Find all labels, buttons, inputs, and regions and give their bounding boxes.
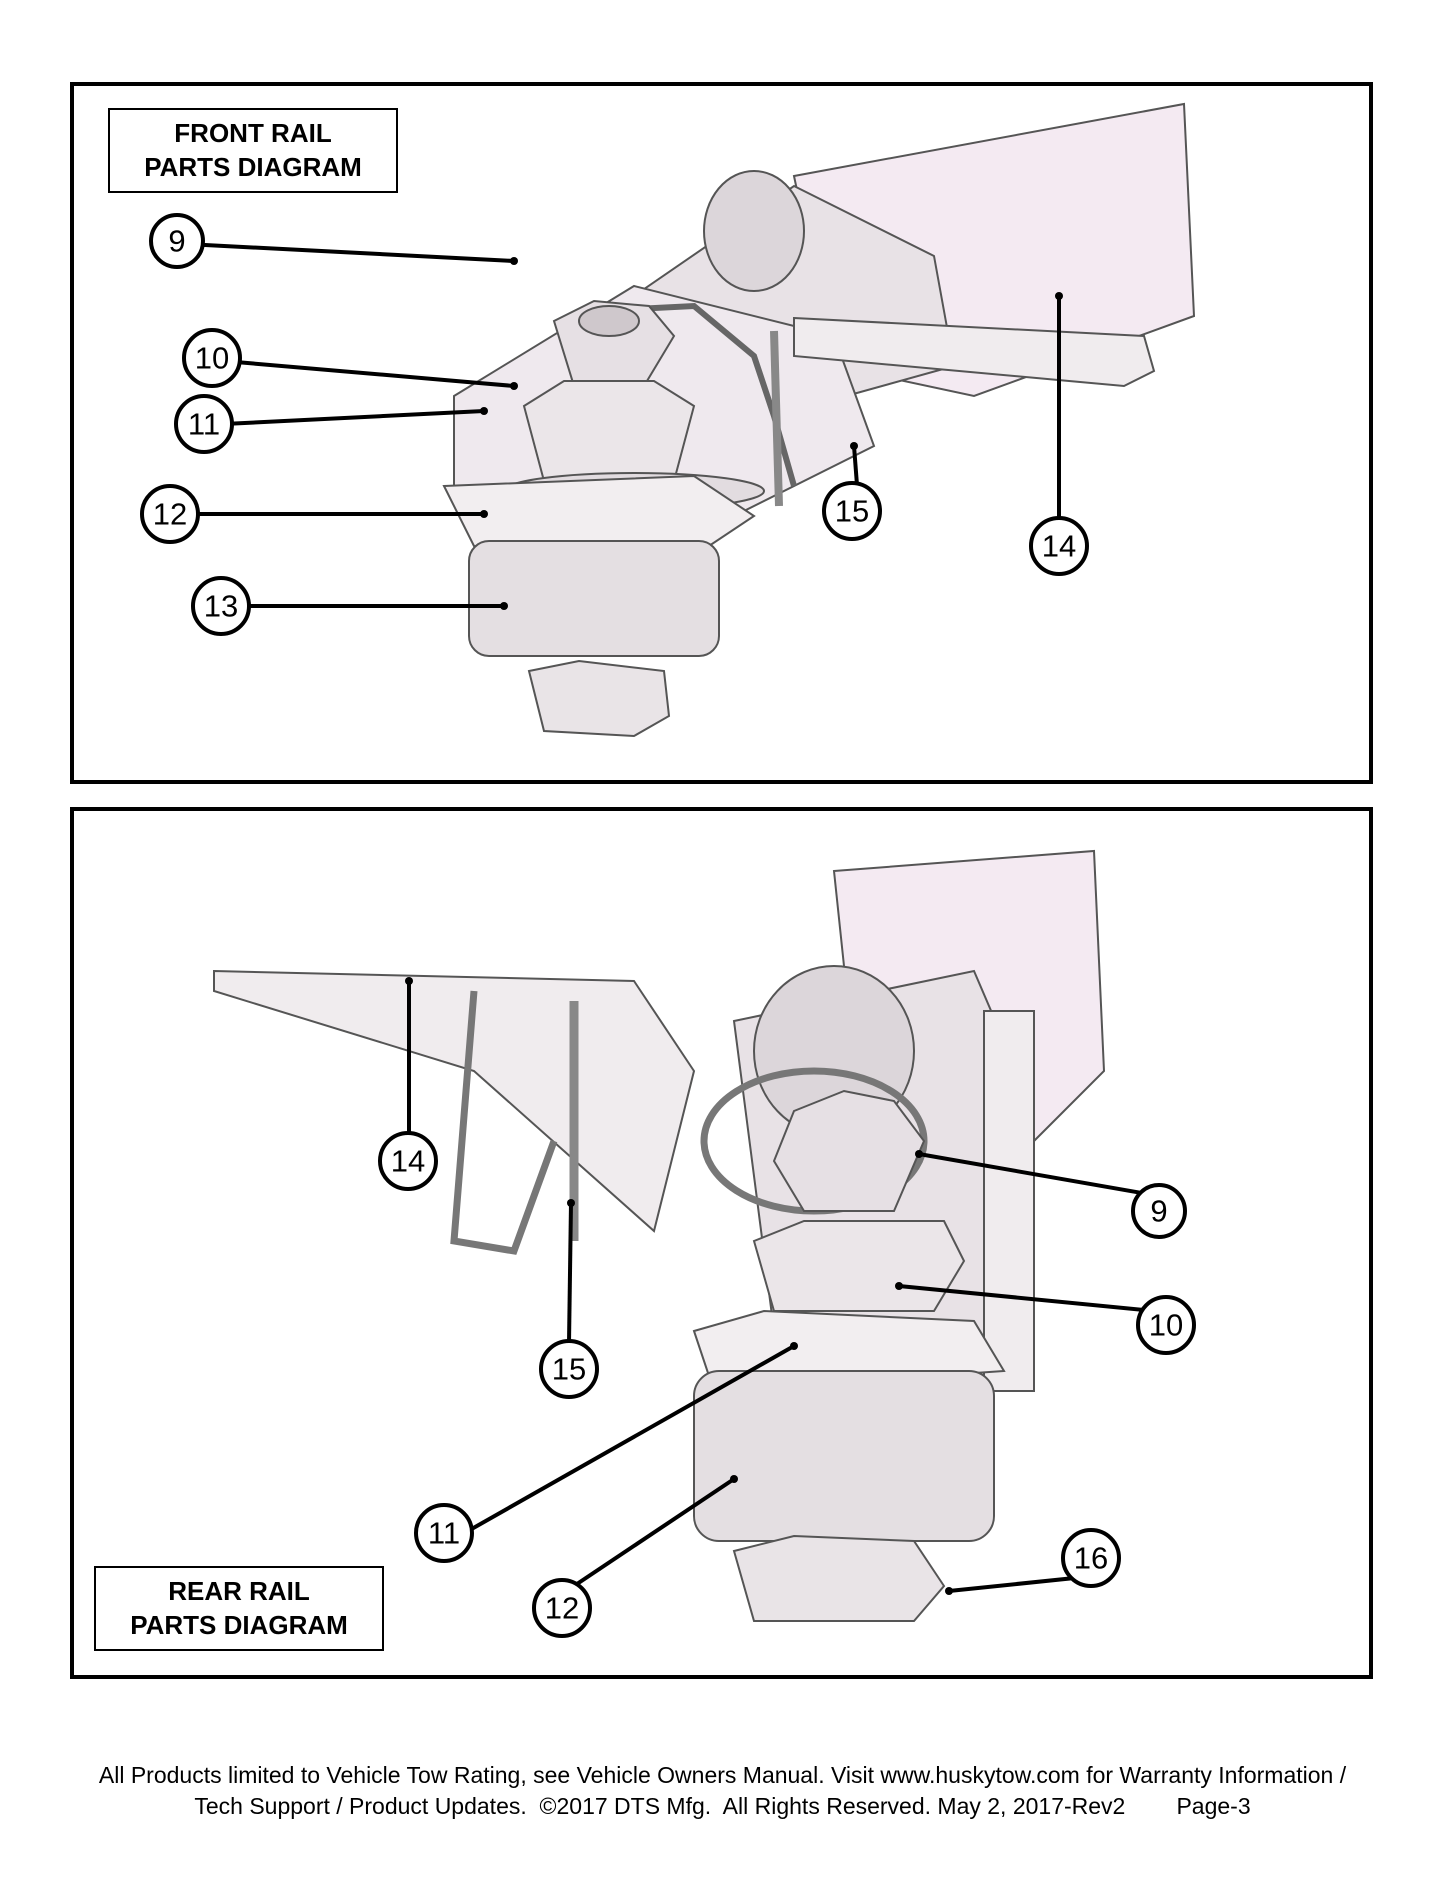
rear-callout-11: 11	[428, 1516, 460, 1551]
front-rail-title: FRONT RAIL PARTS DIAGRAM	[108, 108, 398, 193]
rear-callout-15-circle	[539, 1339, 599, 1399]
callout-12-circle	[140, 484, 200, 544]
rear-title-line2: PARTS DIAGRAM	[130, 1610, 348, 1640]
footer-line2: Tech Support / Product Updates. ©2017 DT…	[194, 1793, 1251, 1819]
rear-callout-10: 10	[1149, 1308, 1183, 1343]
rear-callout-15: 15	[552, 1352, 586, 1387]
rear-callout-9-circle	[1131, 1183, 1187, 1239]
callout-10-circle	[182, 328, 242, 388]
front-title-line1: FRONT RAIL	[174, 118, 332, 148]
callout-14: 14	[1042, 529, 1076, 564]
callout-10: 10	[195, 341, 229, 376]
rear-callout-14: 14	[391, 1144, 425, 1179]
front-rail-drawing: 9 10 11 12 13 14 15	[140, 102, 1196, 738]
callout-12: 12	[153, 497, 187, 532]
footer-line1: All Products limited to Vehicle Tow Rati…	[98, 1762, 1347, 1788]
rear-callout-9: 9	[1150, 1194, 1167, 1229]
rear-title-line1: REAR RAIL	[168, 1576, 310, 1606]
callout-15-circle	[822, 481, 882, 541]
rear-callout-16-circle	[1061, 1528, 1121, 1588]
callout-11: 11	[188, 407, 220, 442]
callout-11-circle	[174, 394, 234, 454]
rear-callout-10-circle	[1136, 1295, 1196, 1355]
rear-callout-11-circle	[414, 1503, 474, 1563]
front-rail-diagram-panel: 9 10 11 12 13 14 15 FRONT RAIL PARTS DIA…	[70, 82, 1373, 784]
rear-callout-12: 12	[545, 1591, 579, 1626]
page-footer: All Products limited to Vehicle Tow Rati…	[0, 1760, 1445, 1822]
callout-15: 15	[835, 494, 869, 529]
rear-rail-diagram-panel: 14 15 9 10 11 12 16 REAR RAIL PARTS DIAG…	[70, 807, 1373, 1679]
callout-13-circle	[191, 576, 251, 636]
rear-callout-14-circle	[378, 1131, 438, 1191]
rear-callout-12-circle	[532, 1578, 592, 1638]
front-title-line2: PARTS DIAGRAM	[144, 152, 362, 182]
rear-rail-drawing: 14 15 9 10 11 12 16	[213, 849, 1196, 1638]
callout-9-circle	[149, 213, 205, 269]
callout-13: 13	[204, 589, 238, 624]
callout-14-circle	[1029, 516, 1089, 576]
rear-rail-title: REAR RAIL PARTS DIAGRAM	[94, 1566, 384, 1651]
rear-callout-16: 16	[1074, 1541, 1108, 1576]
callout-9: 9	[168, 224, 185, 259]
